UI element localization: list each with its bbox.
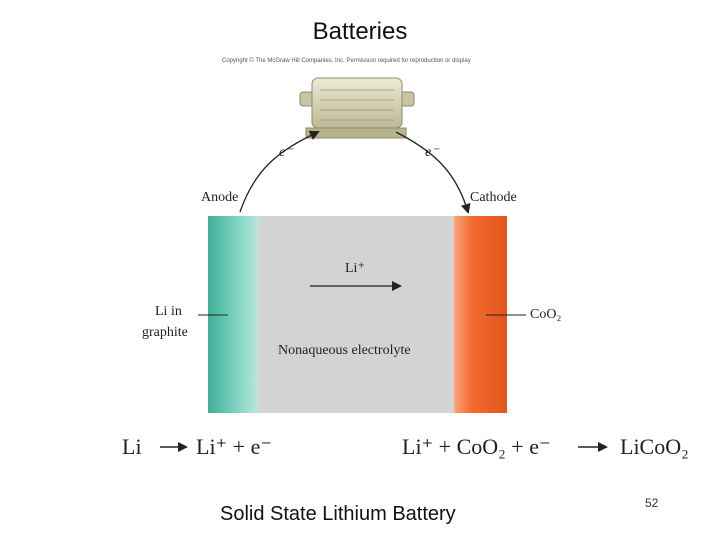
electron-label-left: e⁻ <box>279 145 293 160</box>
slide-number: 52 <box>645 496 659 510</box>
electron-wire-left <box>239 130 320 213</box>
copyright-notice: Copyright © The McGraw Hill Companies, I… <box>222 58 471 64</box>
electrolyte-region <box>258 216 454 413</box>
cathode-product: LiCoO₂ <box>620 434 689 459</box>
slide-title: Batteries <box>312 18 408 45</box>
anode-reactant: Li <box>122 434 142 459</box>
electrolyte-label: Nonaqueous electrolyte <box>278 343 411 358</box>
cathode-reactants: Li⁺ + CoO₂ + e⁻ <box>402 434 551 459</box>
anode-products: Li⁺ + e⁻ <box>196 434 272 459</box>
electron-label-right: e⁻ <box>425 145 439 160</box>
electron-wire-right <box>395 131 471 214</box>
motor-icon <box>299 77 415 139</box>
left-material-line1: Li in <box>155 304 182 319</box>
left-material-line2: graphite <box>142 325 188 340</box>
slide-caption: Solid State Lithium Battery <box>220 503 456 525</box>
anode-label: Anode <box>201 190 239 205</box>
right-material-label: CoO₂ <box>530 307 562 322</box>
ion-label: Li⁺ <box>345 261 365 276</box>
cathode-label: Cathode <box>470 190 517 205</box>
